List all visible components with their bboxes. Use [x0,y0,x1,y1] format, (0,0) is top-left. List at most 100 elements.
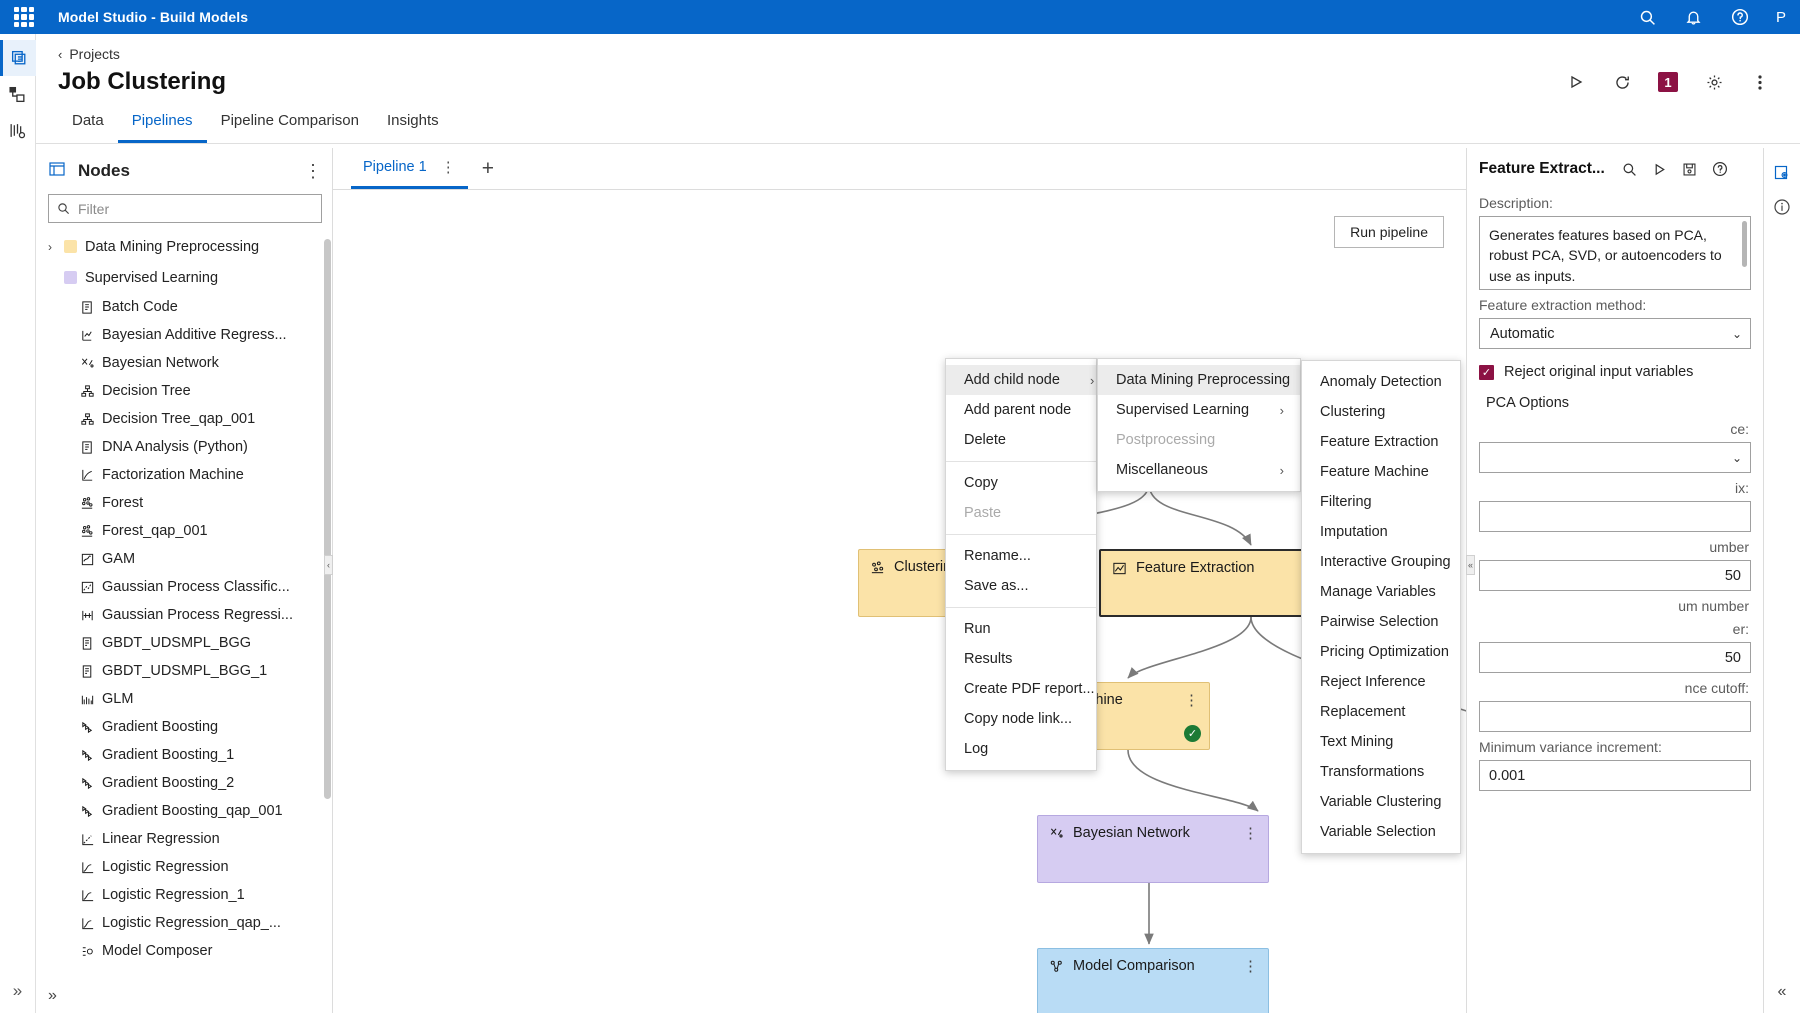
run-icon[interactable] [1645,162,1675,177]
menu-item[interactable]: Text Mining [1302,727,1460,757]
node-list-item[interactable]: GAM [42,545,332,573]
max-number-field[interactable]: 50 [1479,560,1751,591]
menu-item[interactable]: Replacement [1302,697,1460,727]
menu-item[interactable]: Add parent node› [946,395,1096,425]
menu-item[interactable]: Results [946,644,1096,674]
rail-item-exchange[interactable] [0,112,36,148]
pipeline-tab-kebab[interactable]: ⋮ [441,160,456,175]
nodes-panel-kebab[interactable]: ⋮ [304,162,322,180]
rail-item-pipelines[interactable] [0,76,36,112]
node-list-item[interactable]: Forest_qap_001 [42,517,332,545]
node-list-item[interactable]: Decision Tree [42,377,332,405]
menu-item[interactable]: Log [946,734,1096,764]
panel-icon[interactable] [48,160,66,182]
node-kebab[interactable]: ⋮ [1243,826,1258,841]
menu-item[interactable]: Manage Variables [1302,577,1460,607]
reject-original-input-variables-checkbox[interactable]: ✓ Reject original input variables [1479,364,1751,380]
order-field[interactable]: 50 [1479,642,1751,673]
node-list-item[interactable]: GBDT_UDSMPL_BGG_1 [42,657,332,685]
info-icon[interactable] [1765,190,1799,224]
node-list-item[interactable]: DNA Analysis (Python) [42,433,332,461]
node-list-item[interactable]: Gradient Boosting_1 [42,741,332,769]
pipeline-canvas[interactable]: Run pipeline [333,190,1466,1013]
refresh-icon[interactable] [1612,72,1632,92]
menu-item[interactable]: Delete [946,425,1096,455]
menu-item[interactable]: Pairwise Selection [1302,607,1460,637]
menu-item[interactable]: Imputation [1302,517,1460,547]
tab-pipeline-1[interactable]: Pipeline 1 ⋮ [351,148,468,189]
node-list-item[interactable]: Gradient Boosting_qap_001 [42,797,332,825]
menu-item[interactable]: Variable Selection [1302,817,1460,847]
add-pipeline-button[interactable]: + [482,158,494,179]
properties-panel-collapse-handle[interactable]: « [1466,555,1475,575]
node-list-item[interactable]: Forest [42,489,332,517]
tab-data[interactable]: Data [58,106,118,143]
node-kebab[interactable]: ⋮ [1243,959,1258,974]
menu-item[interactable]: Rename... [946,541,1096,571]
menu-item[interactable]: Feature Extraction [1302,427,1460,457]
menu-item[interactable]: Data Mining Preprocessing› [1098,365,1300,395]
menu-item[interactable]: Supervised Learning› [1098,395,1300,425]
feature-extraction-method-select[interactable]: Automatic ⌄ [1479,318,1751,349]
node-list-item[interactable]: Batch Code [42,293,332,321]
canvas-node-model-comparison[interactable]: Model Comparison ⋮ [1037,948,1269,1013]
node-list-item[interactable]: Linear Regression [42,825,332,853]
tab-pipeline-comparison[interactable]: Pipeline Comparison [207,106,373,143]
menu-item[interactable]: Clustering [1302,397,1460,427]
settings-gear-icon[interactable] [1704,72,1724,92]
minimum-variance-increment-field[interactable]: 0.001 [1479,760,1751,791]
node-list-item[interactable]: Gaussian Process Classific... [42,573,332,601]
status-badge[interactable]: 1 [1658,72,1678,92]
node-list-item[interactable]: Decision Tree_qap_001 [42,405,332,433]
properties-icon[interactable] [1765,156,1799,190]
rail-item-projects[interactable] [0,40,36,76]
pca-options-group-toggle[interactable]: ⱟ PCA Options [1479,394,1751,411]
menu-item[interactable]: Run [946,614,1096,644]
help-icon[interactable] [1705,161,1735,177]
menu-item[interactable]: Feature Machine [1302,457,1460,487]
description-scrollbar[interactable] [1742,221,1747,267]
properties-rail-collapse-button[interactable]: « [1778,983,1787,1001]
apps-grid-icon[interactable] [14,7,34,27]
variance-select[interactable]: ⌄ [1479,442,1751,473]
node-list-item[interactable]: GBDT_UDSMPL_BGG [42,629,332,657]
tab-insights[interactable]: Insights [373,106,453,143]
node-list-item[interactable]: Bayesian Network [42,349,332,377]
search-input[interactable] [78,201,313,217]
matrix-field[interactable] [1479,501,1751,532]
canvas-node-bayesian-network[interactable]: Bayesian Network ⋮ [1037,815,1269,883]
run-icon[interactable] [1566,72,1586,92]
menu-item[interactable]: Reject Inference [1302,667,1460,697]
node-list-item[interactable]: Logistic Regression_1 [42,881,332,909]
node-list-item[interactable]: GLM [42,685,332,713]
avatar[interactable]: P [1776,9,1786,26]
node-list-item[interactable]: Gradient Boosting_2 [42,769,332,797]
search-icon[interactable] [1638,7,1658,27]
menu-item[interactable]: Create PDF report... [946,674,1096,704]
tab-pipelines[interactable]: Pipelines [118,106,207,143]
node-list-item[interactable]: Factorization Machine [42,461,332,489]
cutoff-field[interactable] [1479,701,1751,732]
node-list-item[interactable]: Bayesian Additive Regress... [42,321,332,349]
node-list-item[interactable]: Logistic Regression_qap_... [42,909,332,937]
nodes-collapse-button[interactable]: » [36,979,332,1013]
bell-icon[interactable] [1684,7,1704,27]
search-icon[interactable] [1615,162,1645,177]
nodes-panel-collapse-handle[interactable]: ‹ [324,555,333,575]
node-list-item[interactable]: Logistic Regression [42,853,332,881]
menu-item[interactable]: Interactive Grouping [1302,547,1460,577]
tree-group-supervised-learning[interactable]: ⱟ Supervised Learning [42,262,332,293]
tree-group-data-mining-preprocessing[interactable]: › Data Mining Preprocessing [42,231,332,262]
node-list-item[interactable]: Gradient Boosting [42,713,332,741]
menu-item[interactable]: Transformations [1302,757,1460,787]
canvas-node-feature-extraction[interactable]: Feature Extraction ⋮ ✓ [1099,549,1331,617]
node-list-item[interactable]: Model Composer [42,937,332,965]
nodes-scrollbar[interactable] [324,239,331,799]
save-icon[interactable] [1675,162,1705,177]
node-kebab[interactable]: ⋮ [1184,693,1199,708]
menu-item[interactable]: Anomaly Detection [1302,367,1460,397]
more-vertical-icon[interactable] [1750,72,1770,92]
run-pipeline-button[interactable]: Run pipeline [1334,216,1444,248]
menu-item[interactable]: Save as... [946,571,1096,601]
menu-item[interactable]: Filtering [1302,487,1460,517]
